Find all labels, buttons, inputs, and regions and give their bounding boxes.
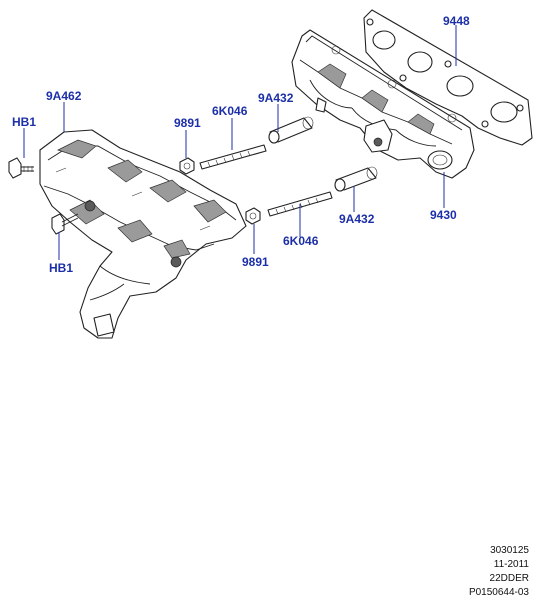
callout-stud-lower-label: 6K046 bbox=[283, 234, 319, 248]
callout-nut-lower-label: 9891 bbox=[242, 255, 269, 269]
drawing-number: 3030125 bbox=[490, 545, 529, 556]
callout-manifold-label: 9430 bbox=[430, 208, 457, 222]
exhaust-manifold bbox=[291, 29, 475, 179]
callout-spacer-lower-label: 9A432 bbox=[339, 212, 375, 226]
manifold-gasket bbox=[363, 9, 533, 146]
drawing-reference-block: 3030125 11-2011 22DDER P0150644-03 bbox=[409, 544, 529, 600]
drawing-part-reference: P0150644-03 bbox=[468, 587, 529, 598]
spacer-9a432-lower bbox=[334, 166, 378, 192]
callout-bolt-bottom-label: HB1 bbox=[49, 261, 73, 275]
callout-bolt-top-label: HB1 bbox=[12, 115, 36, 129]
nut-9891-upper bbox=[179, 157, 195, 175]
leader-lines bbox=[23, 25, 457, 260]
spacer-9a432-upper bbox=[268, 116, 314, 144]
nut-9891-lower bbox=[245, 207, 261, 225]
callout-heat-shield-label: 9A462 bbox=[46, 89, 82, 103]
drawing-date: 11-2011 bbox=[493, 559, 529, 570]
heat-shield bbox=[39, 129, 247, 339]
callout-stud-upper-label: 6K046 bbox=[212, 104, 248, 118]
callout-nut-upper-label: 9891 bbox=[174, 116, 201, 130]
drawing-code: 22DDER bbox=[489, 573, 529, 584]
callout-gasket-label: 9448 bbox=[443, 14, 470, 28]
stud-6k046-upper bbox=[199, 144, 267, 170]
callout-spacer-upper-label: 9A432 bbox=[258, 91, 294, 105]
bolt-hb1-bottom bbox=[51, 213, 79, 235]
bolt-hb1-top bbox=[8, 157, 34, 179]
